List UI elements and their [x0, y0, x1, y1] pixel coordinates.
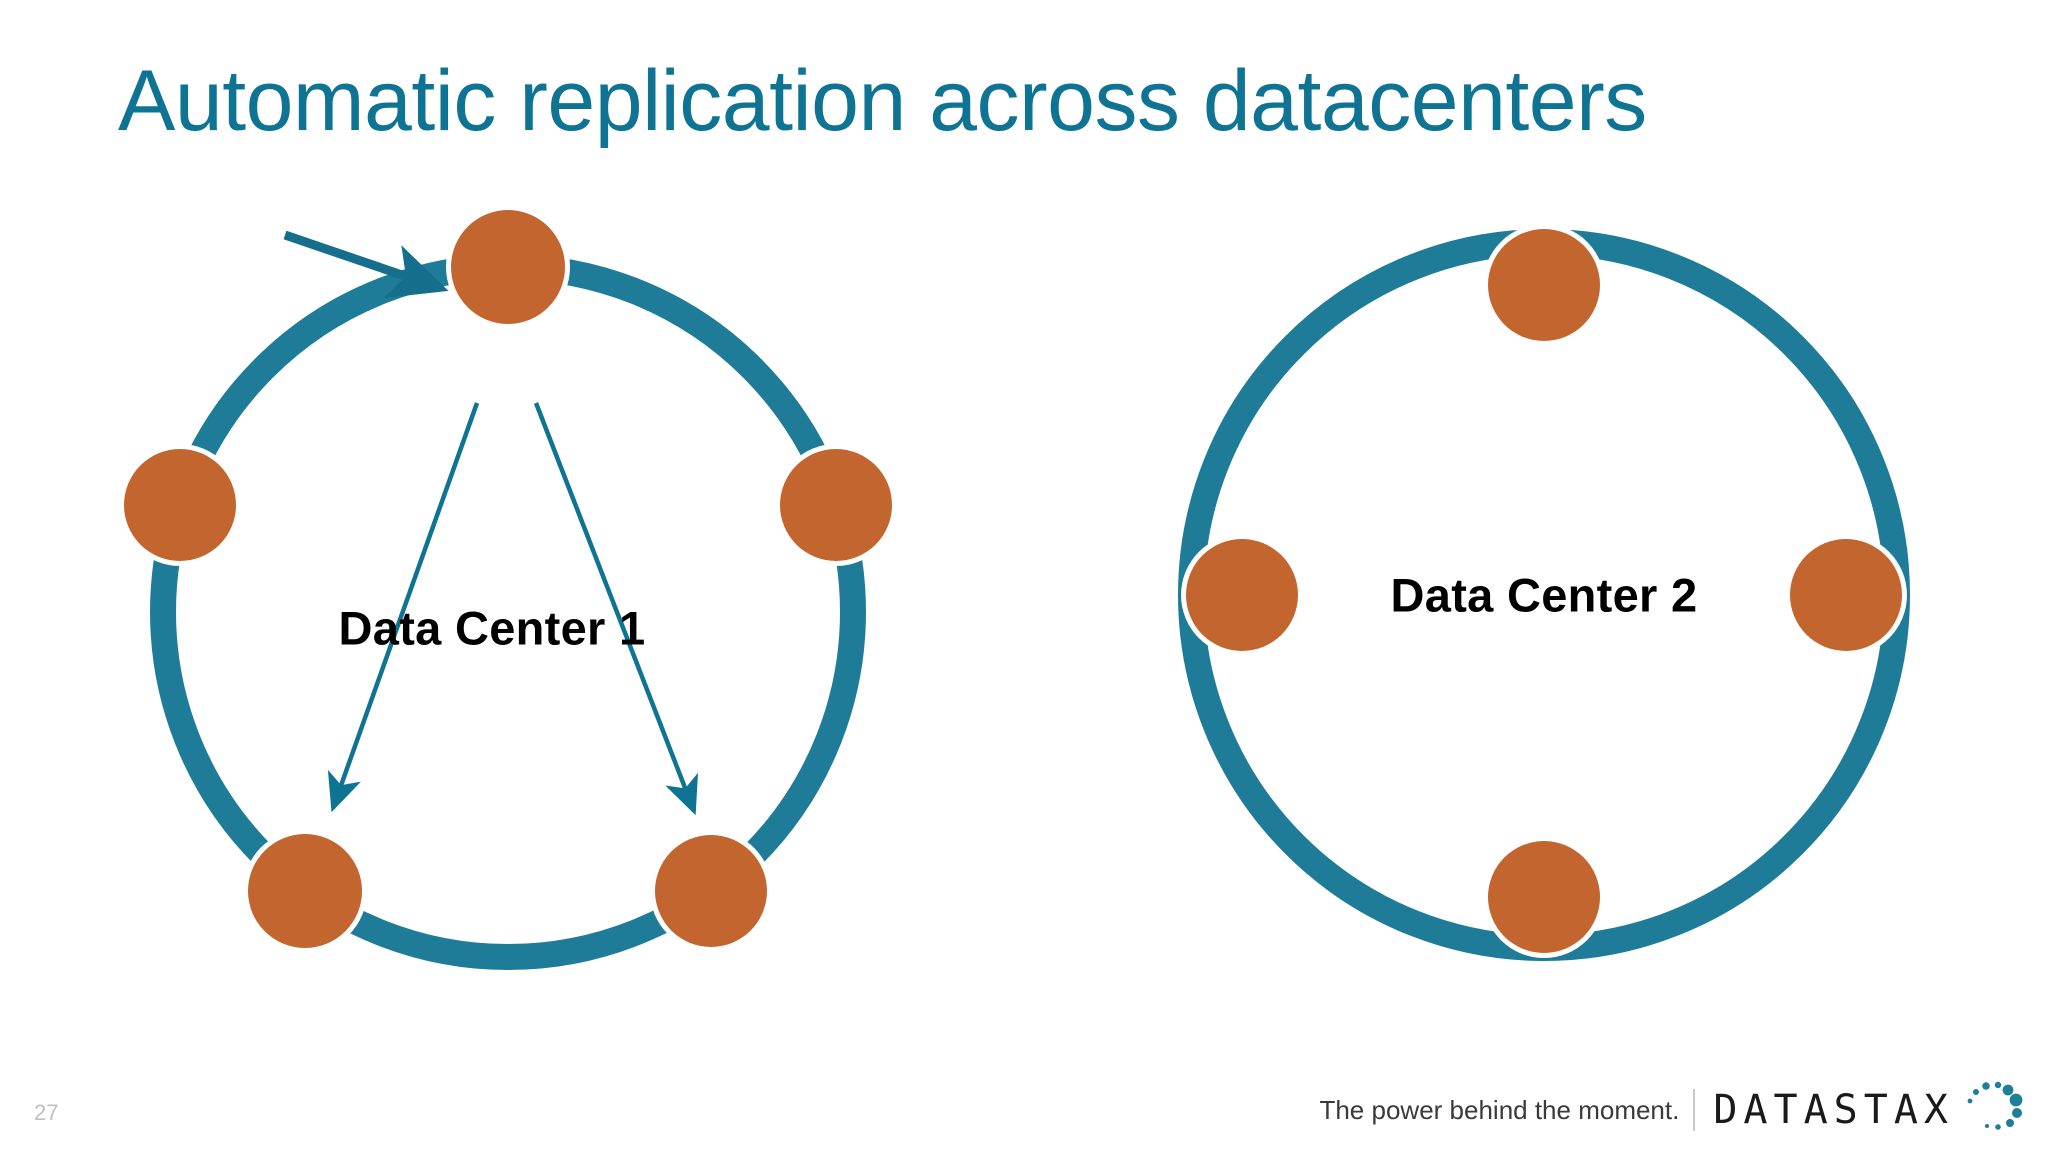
- nodes-dc2: [1181, 224, 1907, 958]
- arrow-replicate-right: [533, 402, 699, 816]
- page-number: 27: [34, 1100, 59, 1125]
- node-dc1-bottom-left[interactable]: [248, 834, 362, 948]
- node-dc2-bottom[interactable]: [1488, 841, 1600, 953]
- cluster-dc1: [119, 205, 897, 970]
- brand-tagline: The power behind the moment.: [1319, 1094, 1680, 1125]
- node-dc2-right[interactable]: [1790, 539, 1902, 651]
- arrow-replicate-left: [327, 402, 480, 813]
- cluster-label-dc1: Data Center 1: [338, 601, 646, 655]
- datastax-wordmark: DATASTAX: [1713, 1087, 1954, 1133]
- brand-divider: [1693, 1089, 1696, 1131]
- node-dc2-top[interactable]: [1488, 229, 1600, 341]
- node-dc1-top[interactable]: [451, 210, 565, 324]
- node-dc1-right[interactable]: [780, 449, 892, 561]
- node-dc2-left[interactable]: [1186, 539, 1298, 651]
- nodes-dc1: [119, 205, 897, 953]
- arrows-dc1: [283, 230, 699, 816]
- datastax-swirl-logo-icon: [1956, 1079, 2030, 1141]
- page-title: Automatic replication across datacenters: [118, 53, 1647, 149]
- node-dc1-bottom-right[interactable]: [655, 835, 767, 947]
- cluster-dc2: [1178, 224, 1910, 961]
- arrow-incoming-write: [283, 230, 449, 299]
- node-dc1-left[interactable]: [124, 449, 236, 561]
- footer-brand: The power behind the moment. DATASTAX: [1319, 1079, 2030, 1141]
- cluster-label-dc2: Data Center 2: [1390, 568, 1698, 622]
